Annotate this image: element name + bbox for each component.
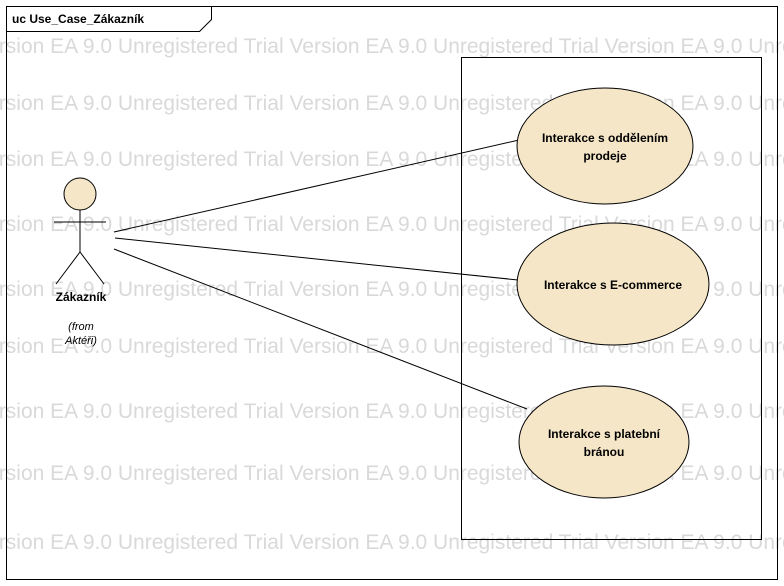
use-case-oddelenim-prodeje[interactable]: Interakce s oddělením prodeje	[516, 87, 694, 205]
actor-left-leg	[55, 251, 81, 285]
actor-from-line-2: Aktéři)	[64, 335, 97, 347]
use-case-label-line-1: Interakce s E-commerce	[544, 278, 682, 292]
actor-right-leg	[79, 251, 105, 285]
use-case-platebni-branou[interactable]: Interakce s platební bránou	[518, 385, 690, 499]
use-case-ellipse	[516, 87, 694, 205]
use-case-label-line-2: prodeje	[583, 149, 627, 163]
actor-head	[63, 177, 97, 211]
association-line-1	[113, 139, 520, 233]
actor-name: Zákazník	[56, 290, 107, 304]
association-line-3	[113, 248, 528, 410]
use-case-label-line-2: bránou	[584, 445, 625, 459]
system-boundary	[461, 57, 762, 540]
actor-from-line-1: (from	[68, 321, 94, 333]
watermark-row-1: EA 9.0 Unregistered Trial Version EA 9.0…	[0, 35, 784, 58]
watermark-row-9: EA 9.0 Unregistered Trial Version EA 9.0…	[0, 531, 784, 554]
frame-title: uc Use_Case_Zákazník	[12, 12, 144, 26]
frame-title-tab	[6, 6, 212, 32]
use-case-label-line-1: Interakce s platební	[548, 427, 661, 441]
use-case-ellipse	[516, 222, 710, 346]
diagram-frame	[6, 6, 778, 580]
association-line-2	[114, 237, 519, 281]
actor-zakaznik[interactable]	[54, 177, 106, 285]
use-case-label-line-1: Interakce s oddělením	[542, 131, 668, 145]
use-case-e-commerce[interactable]: Interakce s E-commerce	[516, 222, 710, 346]
use-case-ellipse	[518, 385, 690, 499]
